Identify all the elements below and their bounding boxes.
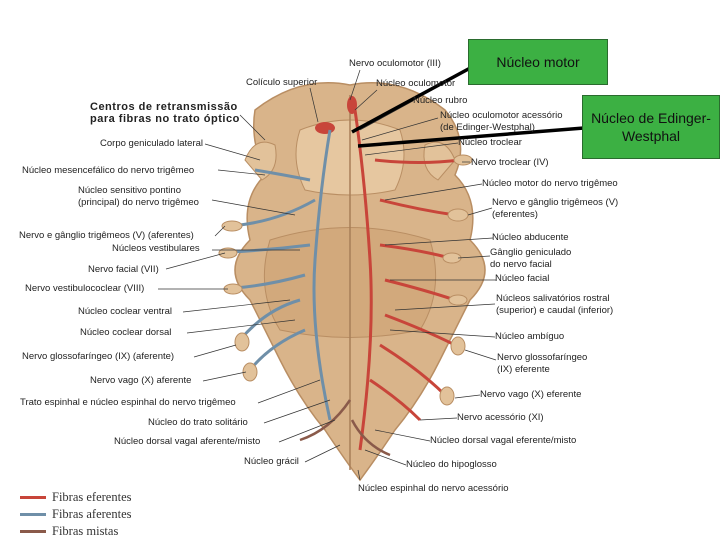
- legend-efferent: Fibras eferentes: [20, 490, 131, 505]
- label-dorsal-vagal-afferent: Núcleo dorsal vagal aferente/misto: [114, 436, 261, 447]
- label-ventral-cochlear: Núcleo coclear ventral: [78, 306, 172, 317]
- label-trigeminal-efferent: Nervo e gânglio trigêmeos (V): [492, 197, 619, 208]
- label-vestibular-nuclei: Núcleos vestibulares: [112, 243, 200, 254]
- legend-afferent-swatch: [20, 513, 46, 516]
- label-superior-colliculus: Colículo superior: [246, 77, 318, 88]
- legend-mixed-label: Fibras mistas: [52, 524, 119, 538]
- label-accessory-oculomotor: Núcleo oculomotor acessório: [440, 110, 563, 121]
- label-red-nucleus: Núcleo rubro: [413, 95, 468, 106]
- label-glossopharyngeal-afferent: Nervo glossofaríngeo (IX) (aferente): [22, 351, 175, 362]
- callout-motor-nucleus: Núcleo motor: [468, 39, 608, 85]
- label-trochlear-nerve: Nervo troclear (IV): [471, 157, 549, 168]
- label-accessory-nerve: Nervo acessório (XI): [457, 412, 544, 423]
- callout-edinger-westphal: Núcleo de Edinger-Westphal: [582, 95, 720, 159]
- label-motor-trigeminal: Núcleo motor do nervo trigêmeo: [482, 178, 618, 189]
- label-geniculate-ganglion-2: do nervo facial: [490, 259, 552, 270]
- label-solitary-tract: Núcleo do trato solitário: [148, 417, 248, 428]
- legend-efferent-swatch: [20, 496, 46, 499]
- label-vestibulocochlear: Nervo vestibulococlear (VIII): [25, 283, 145, 294]
- label-oculomotor-nucleus: Núcleo oculomotor: [376, 78, 456, 89]
- mixed-fibers: [299, 399, 391, 457]
- legend-mixed: Fibras mistas: [20, 524, 118, 539]
- brainstem-shape: [234, 82, 486, 482]
- label-salivatory-nuclei: Núcleos salivatórios rostral: [496, 293, 610, 304]
- label-dorsal-vagal-efferent: Núcleo dorsal vagal eferente/misto: [430, 435, 577, 446]
- label-trigeminal-efferent-2: (eferentes): [492, 209, 538, 220]
- label-spinal-trigeminal: Trato espinhal e núcleo espinhal do nerv…: [20, 397, 236, 408]
- label-vagus-efferent: Nervo vago (X) eferente: [480, 389, 582, 400]
- label-vagus-afferent: Nervo vago (X) aferente: [90, 375, 192, 386]
- label-dorsal-cochlear: Núcleo coclear dorsal: [80, 327, 172, 338]
- legend-mixed-swatch: [20, 530, 46, 533]
- legend-efferent-label: Fibras eferentes: [52, 490, 132, 504]
- label-facial-nucleus: Núcleo facial: [495, 273, 550, 284]
- nerve-roots: [218, 154, 473, 406]
- label-geniculate-ganglion: Gânglio geniculado: [490, 247, 572, 258]
- label-edinger-westphal: (de Edinger-Westphal): [440, 122, 535, 133]
- legend-afferent-label: Fibras aferentes: [52, 507, 132, 521]
- legend-afferent: Fibras aferentes: [20, 507, 131, 522]
- label-gracile-nucleus: Núcleo grácil: [244, 456, 299, 467]
- label-salivatory-nuclei-2: (superior) e caudal (inferior): [496, 305, 614, 316]
- leader-lines-left: [158, 114, 341, 463]
- label-glossopharyngeal-efferent-2: (IX) eferente: [497, 364, 550, 375]
- callout-pointers: [351, 58, 585, 148]
- label-abducens-nucleus: Núcleo abducente: [492, 232, 569, 243]
- label-facial-nerve: Nervo facial (VII): [88, 264, 159, 275]
- label-sensory-nucleus: Núcleo sensitivo pontino: [78, 185, 181, 196]
- label-trochlear-nucleus: Núcleo troclear: [458, 137, 522, 148]
- label-mesencephalic-nucleus: Núcleo mesencefálico do nervo trigêmeo: [22, 165, 195, 176]
- label-nucleus-ambiguus: Núcleo ambíguo: [495, 331, 565, 342]
- label-glossopharyngeal-efferent: Nervo glossofaríngeo: [497, 352, 588, 363]
- label-spinal-accessory-nucleus: Núcleo espinhal do nervo acessório: [358, 483, 509, 494]
- relay-centers-title: Centros de retransmissão para fibras no …: [90, 101, 240, 125]
- label-hypoglossal-nucleus: Núcleo do hipoglosso: [406, 459, 497, 470]
- label-sensory-nucleus-2: (principal) do nervo trigêmeo: [78, 197, 199, 208]
- label-oculomotor-nerve: Nervo oculomotor (III): [349, 58, 441, 69]
- leader-lines-right: [309, 69, 497, 481]
- label-trigeminal-afferent: Nervo e gânglio trigêmeos (V) (aferentes…: [19, 230, 194, 241]
- label-lateral-geniculate: Corpo geniculado lateral: [100, 138, 203, 149]
